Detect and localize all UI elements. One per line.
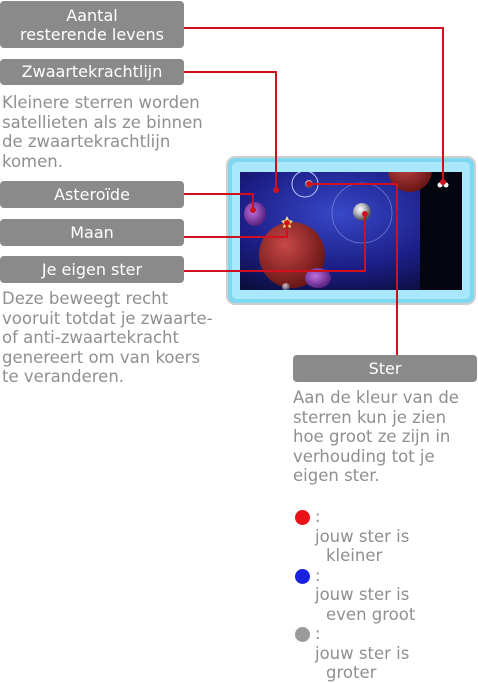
moon-label: Maan [0, 219, 184, 246]
leader-line-own-star [184, 214, 366, 272]
blue-dot-icon [295, 568, 310, 584]
red-dot-icon [295, 510, 310, 525]
gravity-line-description: Kleinere sterren worden satellieten als … [2, 93, 203, 171]
dim-star [282, 283, 290, 290]
leader-line-lives [184, 27, 444, 182]
lives-label: Aantal resterende levens [0, 1, 184, 48]
leader-line-moon [184, 223, 288, 238]
leader-line-gravity [184, 71, 277, 190]
leader-line-asteroid [184, 193, 254, 210]
leader-dots [250, 179, 446, 226]
leader-lines [184, 27, 444, 357]
own-star-description: Deze beweegt recht vooruit totdat je zwa… [2, 289, 213, 386]
star-description: Aan de kleur van de sterren kun je zien … [293, 388, 459, 485]
leader-line-star [309, 183, 398, 357]
asteroid-label: Asteroïde [0, 181, 184, 208]
grey-star [353, 203, 371, 221]
lives-label-line1: Aantal [66, 6, 118, 25]
diagram-svg [184, 27, 476, 357]
asteroid-small-icon [305, 268, 331, 288]
grey-dot-icon [295, 627, 310, 642]
asteroid-icon [244, 202, 266, 226]
own-star-label: Je eigen ster [0, 256, 184, 283]
gravity-line-label: Zwaartekrachtlijn [0, 59, 184, 85]
black-panel [420, 172, 462, 290]
star-label: Ster [293, 355, 477, 382]
red-planet-top [388, 172, 432, 192]
lives-label-line2: resterende levens [20, 25, 164, 44]
